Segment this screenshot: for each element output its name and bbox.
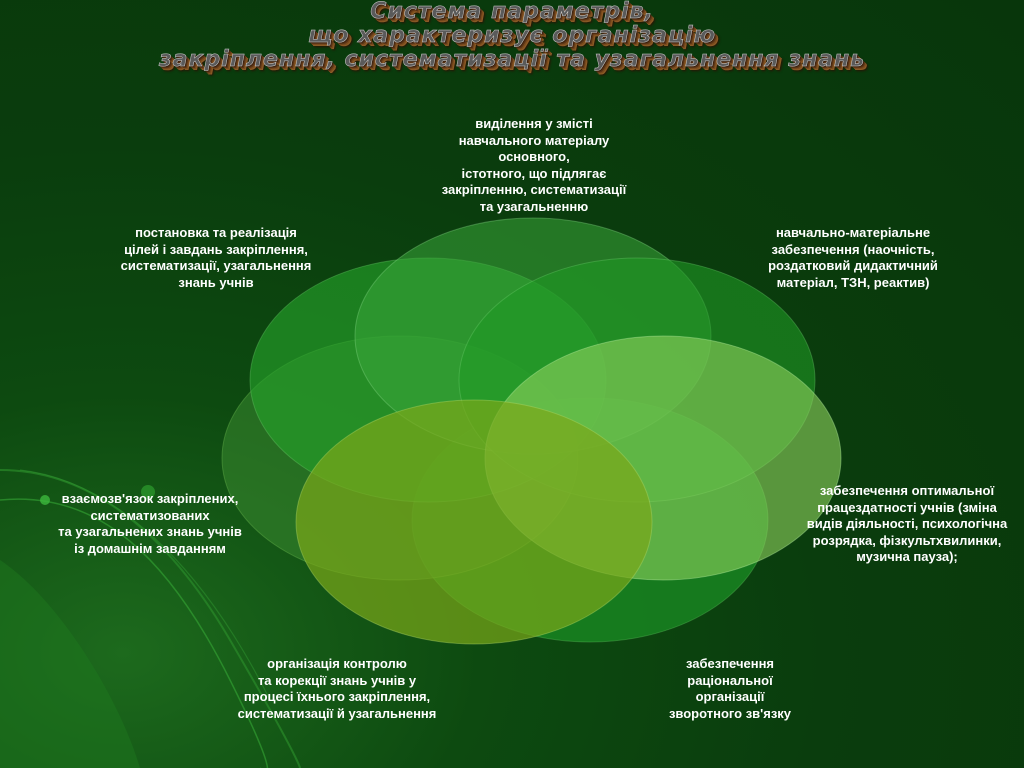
title-line-2: що характеризує організацію (307, 23, 717, 48)
title-line-1: Система параметрів, (370, 0, 654, 24)
label-top-right: навчально-матеріальне забезпечення (наоч… (768, 225, 938, 290)
label-mid-right: забезпечення оптимальної працездатності … (806, 483, 1008, 564)
petal-bottom-left (295, 399, 653, 645)
label-top-left: постановка та реалізація цілей і завдань… (120, 225, 312, 290)
label-bottom-left: організація контролю та корекції знань у… (237, 656, 437, 721)
title-line-3: закріплення, систематизації та узагальне… (158, 47, 866, 72)
label-bottom-right: забезпечення раціональної організації зв… (668, 656, 792, 721)
label-mid-left: взаємозв'язок закріплених, систематизова… (58, 491, 242, 556)
slide-title: Система параметрів, що характеризує орга… (0, 0, 1024, 72)
label-top: виділення у змісті навчального матеріалу… (441, 116, 627, 214)
